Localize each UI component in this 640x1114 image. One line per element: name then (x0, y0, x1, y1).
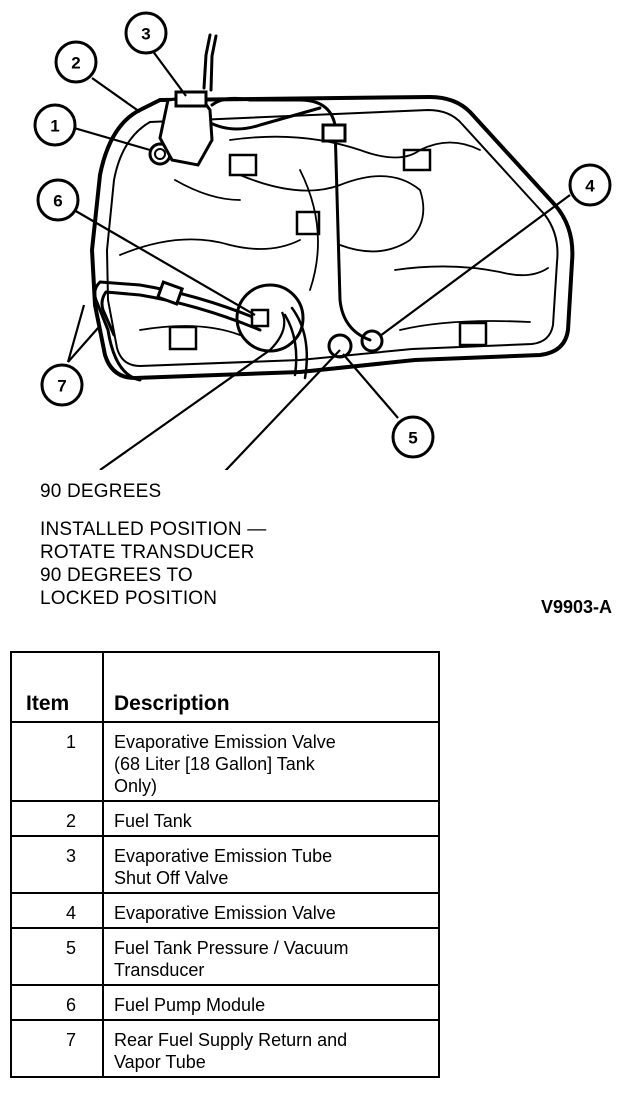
item-description: Evaporative Emission Valve(68 Liter [18 … (102, 721, 440, 802)
tank-contour (394, 265, 549, 277)
tube-clip (321, 123, 347, 143)
callout-circle-3 (124, 11, 168, 55)
description-line: Rear Fuel Supply Return and (114, 1030, 348, 1050)
leader-line-3 (151, 49, 187, 97)
description-line: Evaporative Emission Valve (114, 903, 336, 923)
table-row: 6 Fuel Pump Module (10, 984, 440, 1021)
callout-circle-1 (33, 103, 77, 147)
rear-fuel-tubes (93, 280, 262, 382)
callout-number-1: 1 (50, 117, 59, 136)
mounting-strap (402, 148, 432, 172)
evap-tube (210, 96, 372, 342)
tube-clip (155, 280, 185, 306)
table-row: 4 Evaporative Emission Valve (10, 892, 440, 929)
description-line: Only) (114, 776, 158, 796)
description-line: Fuel Pump Module (114, 995, 266, 1015)
callout-circle-4 (568, 163, 612, 207)
callout-number-4: 4 (585, 177, 595, 196)
callout-number-7: 7 (57, 377, 66, 396)
item-column-header: Item (10, 651, 104, 723)
description-line: Fuel Tank Pressure / Vacuum (114, 938, 349, 958)
item-description: Fuel Tank (102, 800, 440, 837)
mounting-strap (228, 153, 258, 177)
callout-circle-6 (36, 178, 80, 222)
vent-tube (202, 33, 218, 92)
fuel-pump-module (235, 283, 305, 353)
leader-line-2 (91, 77, 141, 113)
pump-connector (250, 308, 270, 328)
callout-circle-2 (54, 40, 98, 84)
fuel-tank-inner-outline (106, 109, 559, 367)
callout-circle-5 (391, 415, 435, 459)
fuel-tank-outline (90, 95, 575, 380)
tank-contour (119, 238, 301, 256)
item-number: 6 (10, 984, 104, 1021)
pump-lines (283, 306, 309, 380)
installed-position-note: INSTALLED POSITION — ROTATE TRANSDUCER 9… (40, 518, 266, 610)
item-number: 1 (10, 721, 104, 802)
fuel-tank-diagram: 1 2 3 4 5 6 7 (33, 11, 612, 470)
description-line: Vapor Tube (114, 1052, 206, 1072)
leader-line-6 (73, 209, 256, 316)
description-line: Shut Off Valve (114, 868, 229, 888)
note-line: LOCKED POSITION (40, 588, 218, 609)
degrees-label: 90 DEGREES (40, 481, 162, 502)
legend-header-row: Item Description (10, 651, 440, 723)
callout-number-3: 3 (141, 25, 150, 44)
item-number: 5 (10, 927, 104, 986)
callout-number-2: 2 (71, 54, 80, 73)
item-number: 3 (10, 835, 104, 894)
mounting-strap (295, 210, 321, 236)
leader-line-1 (73, 126, 151, 152)
leader-line-7a (66, 304, 86, 363)
description-line: Transducer (114, 960, 205, 980)
leader-line-4 (379, 194, 571, 337)
tank-contour (229, 135, 481, 159)
callout-number-5: 5 (408, 429, 417, 448)
leader-line-5 (342, 353, 399, 419)
shut-off-valve-fitting (174, 90, 208, 108)
table-row: 2 Fuel Tank (10, 800, 440, 837)
tank-contour (239, 174, 425, 253)
description-line: Evaporative Emission Valve (114, 732, 336, 752)
mounting-strap (168, 325, 198, 351)
description-line: (68 Liter [18 Gallon] Tank (114, 754, 315, 774)
figure-id: V9903-A (541, 597, 613, 617)
item-description: Fuel Pump Module (102, 984, 440, 1021)
evap-valve-1-ring (154, 148, 166, 160)
leader-line-7b (67, 327, 99, 363)
mounting-strap (458, 321, 488, 347)
description-line: Fuel Tank (114, 811, 192, 831)
leader-line-90-degrees (99, 311, 286, 470)
item-number: 2 (10, 800, 104, 837)
callout-number-6: 6 (53, 192, 62, 211)
rear-fuel-tubes (100, 290, 262, 337)
leader-line-install (224, 349, 341, 470)
item-number: 7 (10, 1019, 104, 1078)
tank-contour (174, 169, 319, 291)
item-description: Evaporative Emission Valve (102, 892, 440, 929)
note-line: 90 DEGREES TO (40, 565, 193, 586)
description-line: Evaporative Emission Tube (114, 846, 333, 866)
note-line: ROTATE TRANSDUCER (40, 542, 255, 563)
evap-valve-4 (360, 329, 384, 353)
item-number: 4 (10, 892, 104, 929)
callout-circle-7 (40, 363, 84, 407)
pressure-transducer (327, 333, 353, 359)
description-column-header: Description (102, 651, 440, 723)
note-line: INSTALLED POSITION — (40, 519, 267, 540)
